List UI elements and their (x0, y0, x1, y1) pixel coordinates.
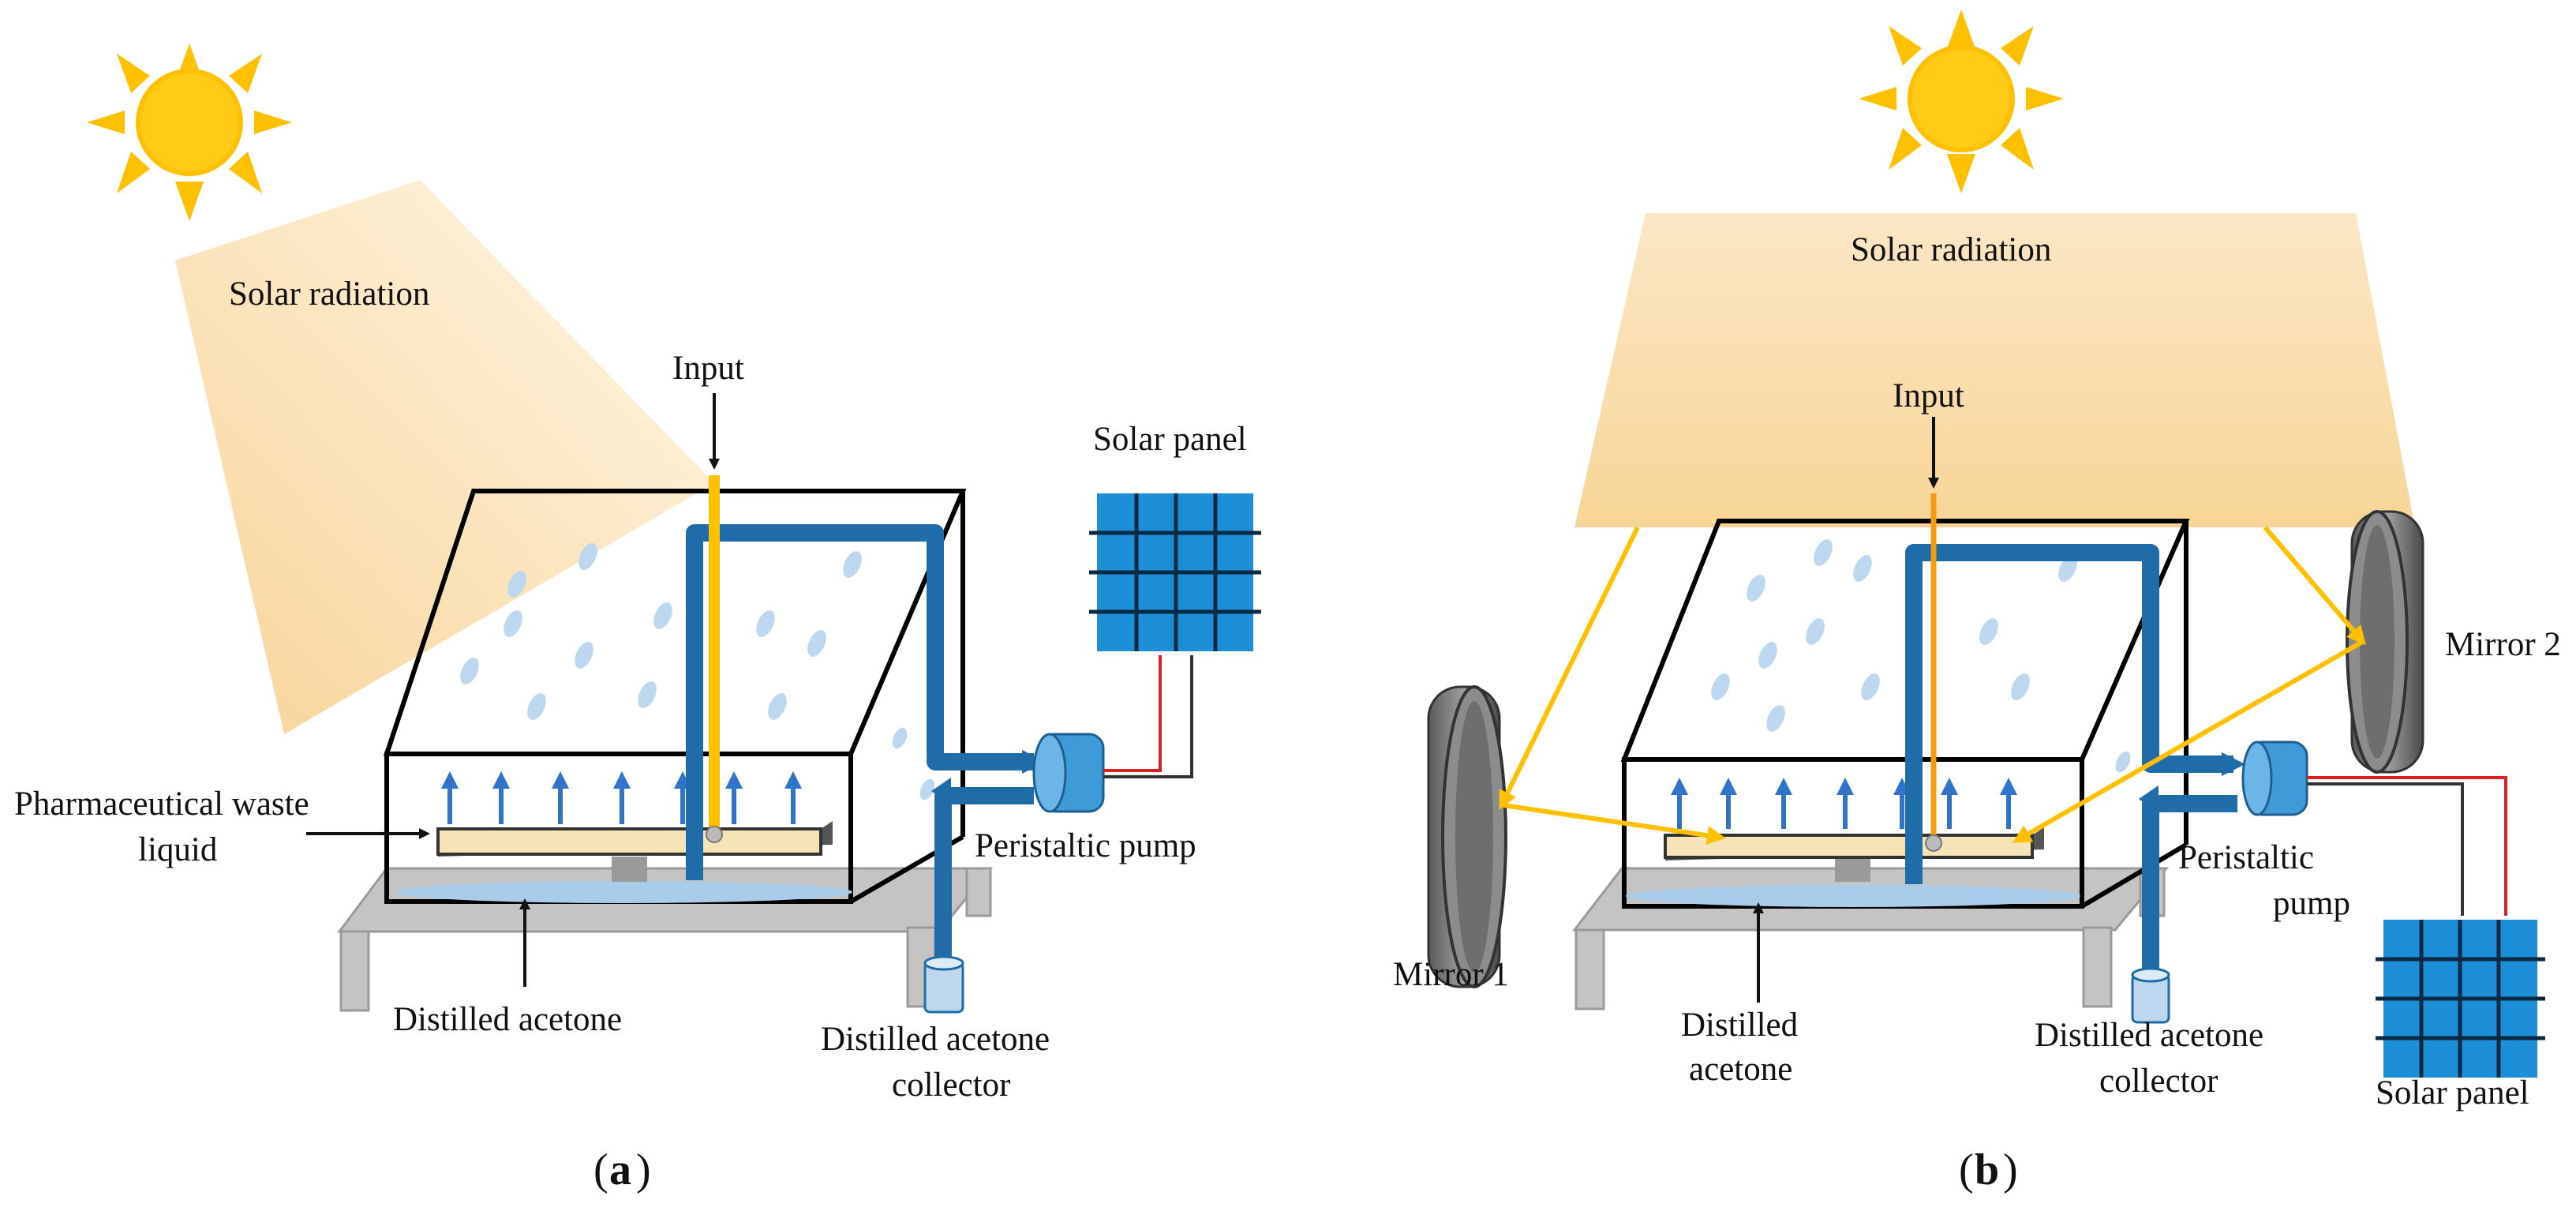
mirror-2-icon (2346, 510, 2424, 774)
solar-radiation-beam (1574, 213, 2415, 527)
panel-b: Solar radiation (1393, 9, 2561, 1194)
reflected-rays (1499, 526, 2366, 845)
input-label: Input (672, 350, 744, 387)
caption-a-close: ) (636, 1145, 651, 1194)
collector-label-line1: Distilled acetone (821, 1021, 1050, 1058)
solar-radiation-beam (175, 180, 714, 734)
panel-a: Solar radiation (14, 43, 1261, 1194)
wires (1103, 655, 1193, 778)
condensate-droplets (460, 543, 935, 800)
pump-label-line2: pump (2273, 885, 2350, 922)
solar-panel-icon (2376, 920, 2545, 1078)
collector-icon (2131, 967, 2170, 1024)
pump-label-line1: Peristaltic (2178, 839, 2314, 876)
mirror-1-label: Mirror 1 (1393, 956, 1509, 993)
sun-icon (87, 43, 292, 221)
feed-pipe (686, 524, 1046, 880)
wires (2307, 776, 2507, 916)
waste-label-line1: Pharmaceutical waste (14, 785, 309, 823)
vapor-arrows (1671, 778, 2017, 829)
pump-label: Peristaltic pump (975, 827, 1196, 864)
peristaltic-pump-icon (1032, 733, 1105, 813)
solar-panel-icon (1089, 493, 1261, 651)
solar-panel-label: Solar panel (2376, 1074, 2529, 1112)
solar-panel-label: Solar panel (1093, 421, 1247, 458)
distilled-acetone-pool (395, 881, 852, 903)
distilled-label-line1: Distilled (1681, 1007, 1798, 1044)
caption-b-letter: b (1975, 1145, 1999, 1194)
collector-icon (923, 955, 964, 1014)
still-box (1620, 519, 2190, 909)
waste-label-line2: liquid (138, 831, 217, 868)
distilled-label-line2: acetone (1689, 1051, 1792, 1088)
solar-radiation-label: Solar radiation (229, 276, 429, 313)
mirror-2-label: Mirror 2 (2445, 626, 2561, 663)
solar-radiation-label: Solar radiation (1851, 231, 2051, 268)
caption-b-close: ) (2003, 1145, 2018, 1194)
collector-label-line1: Distilled acetone (2035, 1017, 2263, 1054)
sun-icon (1859, 9, 2064, 193)
caption-a-letter: a (609, 1145, 631, 1194)
caption-b-open: ( (1959, 1145, 1974, 1194)
collector-label-line2: collector (892, 1067, 1010, 1104)
absorber-tray (436, 821, 833, 857)
mirror-1-icon (1427, 685, 1507, 988)
distilled-acetone-label: Distilled acetone (393, 1001, 622, 1038)
absorber-tray (1664, 827, 2044, 860)
vapor-arrows (441, 771, 802, 824)
caption-a-open: ( (593, 1145, 608, 1194)
input-label: Input (1893, 377, 1964, 414)
collector-label-line2: collector (2099, 1063, 2218, 1100)
peristaltic-pump-icon (2241, 740, 2308, 816)
distilled-acetone-pool (1626, 885, 2080, 907)
